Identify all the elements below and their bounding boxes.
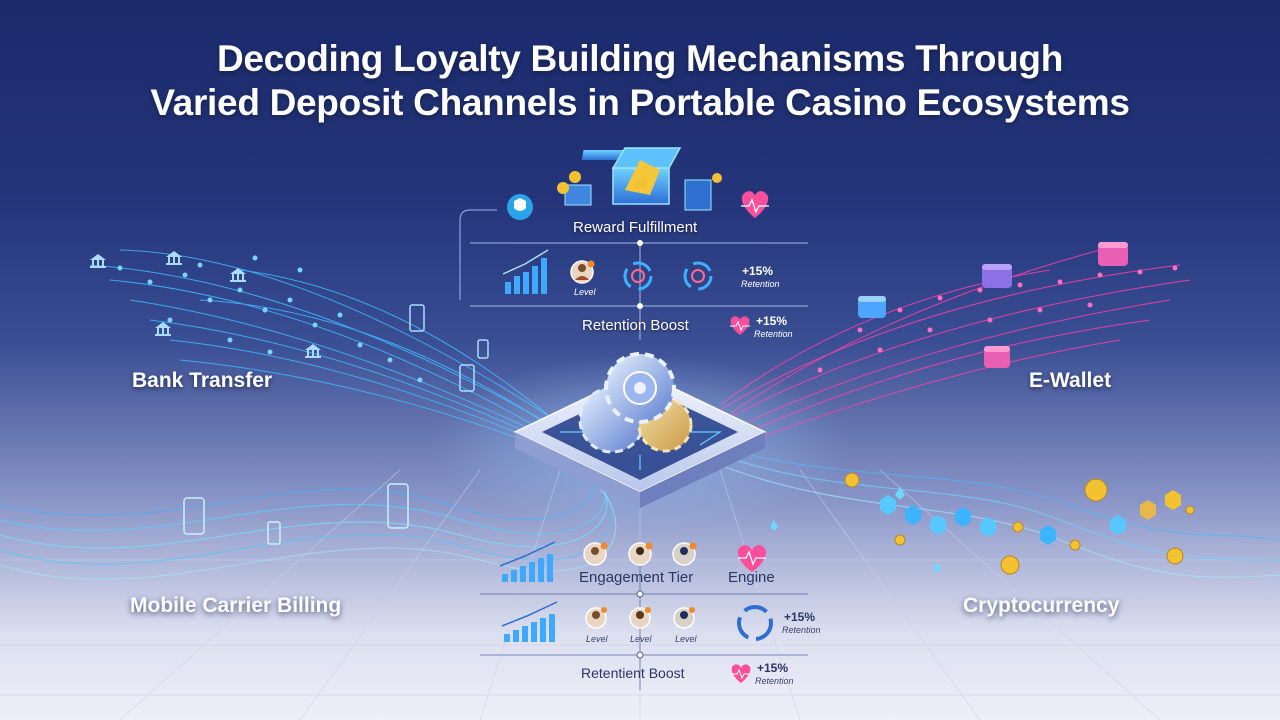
bottom-pct-1-sub: Retention [782,625,821,635]
phone-icons-lower [183,483,409,545]
crypto-hex-chain [880,490,1181,545]
bar-chart-icon [502,249,549,294]
top-pct-1: +15% [742,264,774,278]
top-pct-2: +15% [756,314,788,328]
top-level-label: Level [574,287,596,297]
bank-icons [90,251,321,358]
engagement-tier-label: Engagement Tier [579,569,694,586]
bottom-pct-1: +15% [784,610,816,624]
crypto-coins [844,472,1195,575]
page-title-line-2: Varied Deposit Channels in Portable Casi… [150,82,1130,123]
channel-label-cryptocurrency: Cryptocurrency [963,594,1120,617]
wallet-icons [858,242,1128,368]
channel-label-e-wallet: E-Wallet [1029,369,1112,392]
avatar-icon [570,260,595,284]
retentient-boost-label: Retentient Boost [581,665,685,681]
bottom-retention-heart-icon [731,664,751,683]
heart-icon [741,191,769,218]
retention-heart-icon [730,316,750,335]
bottom-pct-2: +15% [757,661,789,675]
ethereum-icons [770,487,941,573]
shield-badge-icon [507,194,533,220]
bottom-pct-2-sub: Retention [755,676,794,686]
bottom-avatars [583,542,697,629]
e-wallet-nodes [817,265,1178,373]
engine-heart-icon [737,545,767,572]
bottom-bar-chart-1 [499,541,556,582]
page-title-line-1: Decoding Loyalty Building Mechanisms Thr… [216,38,1064,79]
engine-label: Engine [728,569,775,586]
bottom-level-label-3: Level [675,634,697,644]
cycle-icon [623,261,713,291]
channel-label-mobile-carrier-billing: Mobile Carrier Billing [130,594,342,617]
top-nodes [637,240,643,309]
gear-icon [578,352,693,454]
channel-label-bank-transfer: Bank Transfer [132,369,273,392]
bank-nodes [117,255,423,383]
retention-boost-label: Retention Boost [582,317,689,334]
phone-icons-upper [409,304,489,392]
bottom-bar-chart-2 [501,601,558,642]
chest-side-icons [557,171,722,211]
chest-icon [581,147,682,205]
bottom-nodes [636,590,644,659]
bottom-level-label-1: Level [586,634,608,644]
bottom-level-label-2: Level [630,634,652,644]
bottom-cycle-icon [737,605,773,641]
top-pct-1-sub: Retention [741,279,780,289]
reward-fulfillment-label: Reward Fulfillment [573,219,698,236]
top-pct-2-sub: Retention [754,329,793,339]
